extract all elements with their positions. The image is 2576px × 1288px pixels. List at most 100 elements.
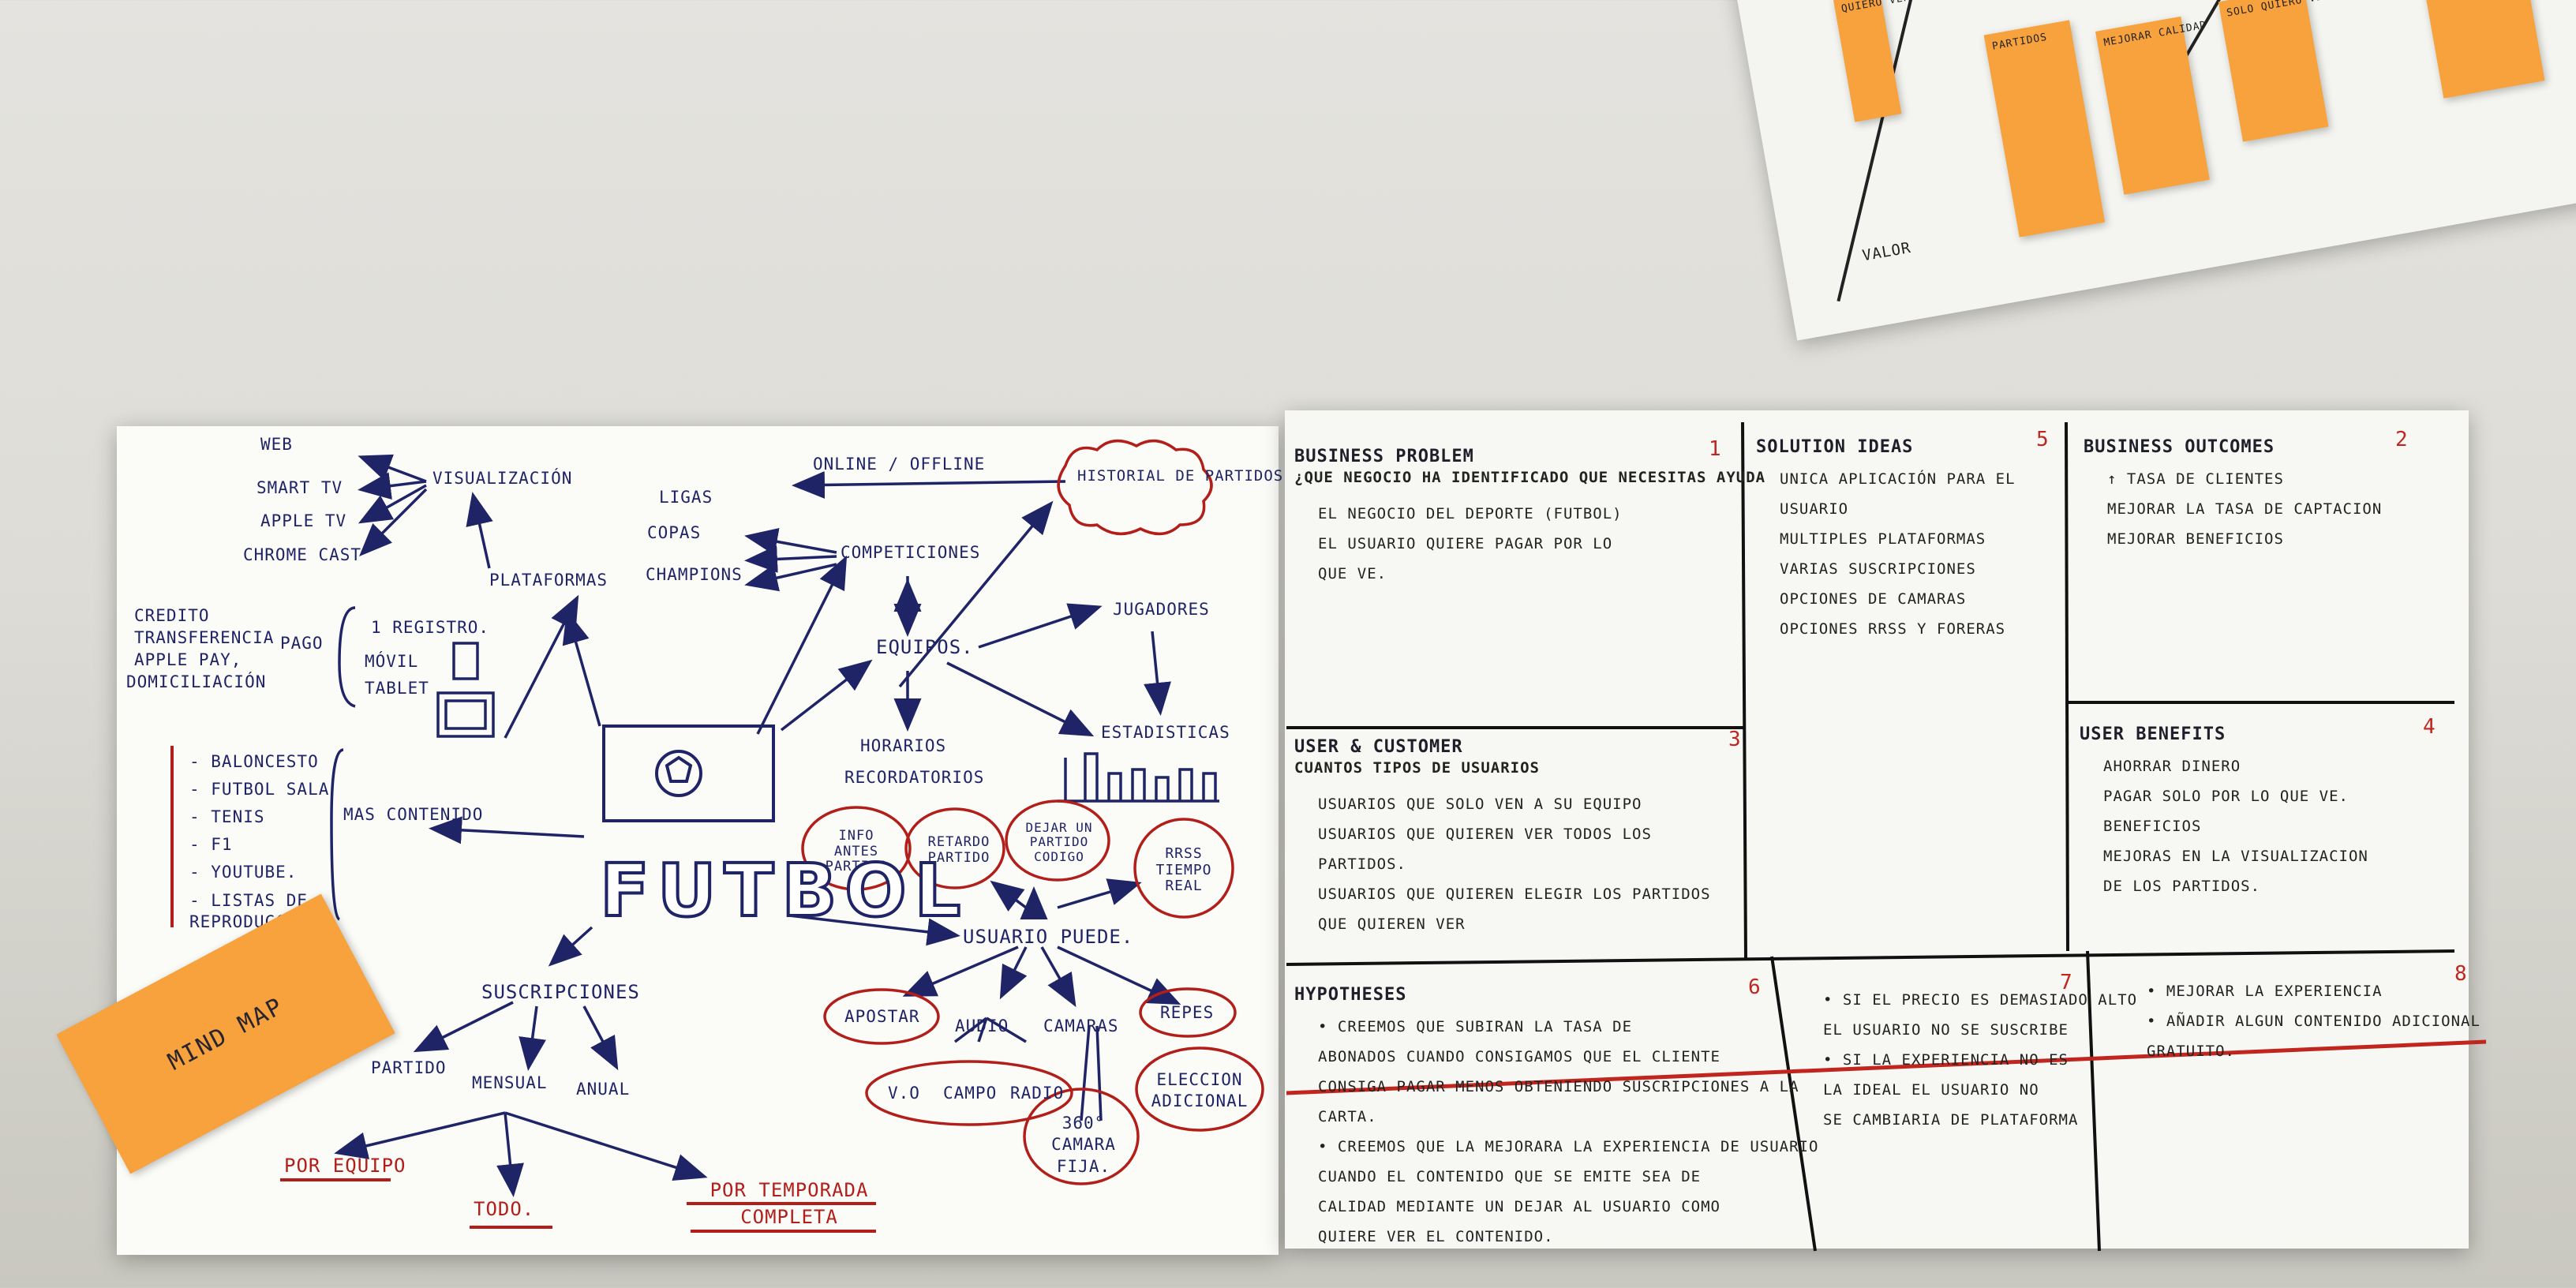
canvas-cell-line: EL USUARIO NO SE SUSCRIBE (1823, 1021, 2069, 1039)
node-eleccion: ELECCION ADICIONAL (1151, 1070, 1249, 1111)
canvas-cell-line: ↑ TASA DE CLIENTES (2107, 470, 2284, 488)
canvas-cell-line: CALIDAD MEDIANTE UN DEJAR AL USUARIO COM… (1318, 1198, 1720, 1215)
node-estadisticas: ESTADISTICAS (1101, 723, 1230, 742)
node-tenis: - TENIS (189, 807, 265, 826)
node-partido: PARTIDO (371, 1058, 447, 1077)
title-futbol: FUTBOL (598, 847, 969, 934)
node-usuario-puede: USUARIO PUEDE. (963, 926, 1134, 948)
node-jugadores: JUGADORES (1113, 600, 1210, 619)
canvas-cell-line: EL NEGOCIO DEL DEPORTE (FUTBOL) (1318, 505, 1623, 522)
node-audio: AUDIO (955, 1017, 1009, 1035)
canvas-cell-line: LA IDEAL EL USUARIO NO (1823, 1081, 2039, 1099)
node-ligas: LIGAS (659, 488, 713, 507)
canvas-cell-line: USUARIOS QUE QUIEREN VER TODOS LOS (1318, 826, 1652, 843)
canvas-cell-line: QUE VE. (1318, 565, 1387, 582)
canvas-cell-line: USUARIO (1780, 500, 1849, 518)
canvas-cell-line: USUARIOS QUE QUIEREN ELEGIR LOS PARTIDOS (1318, 886, 1711, 903)
canvas-cell-line: • SI EL PRECIO ES DEMASIADO ALTO (1823, 991, 2138, 1009)
canvas-cell-line: GRATUITO. (2147, 1043, 2235, 1060)
canvas-cell-line: AHORRAR DINERO (2103, 758, 2241, 775)
node-domiciliacion: DOMICILIACIÓN (126, 672, 267, 691)
canvas-cell-number: 6 (1748, 975, 1762, 999)
node-historial: HISTORIAL DE PARTIDOS (1077, 467, 1284, 485)
canvas-cell-line: • CREEMOS QUE SUBIRAN LA TASA DE (1318, 1018, 1633, 1035)
node-smart-tv: SMART TV (256, 478, 343, 497)
node-baloncesto: - BALONCESTO (189, 752, 319, 771)
stats-histogram (1058, 752, 1219, 803)
node-champions: CHAMPIONS (646, 565, 743, 584)
canvas-cell-subtitle: CUANTOS TIPOS DE USUARIOS (1294, 759, 1540, 777)
node-apostar: APOSTAR (844, 1007, 920, 1026)
node-tablet: TABLET (365, 679, 429, 698)
canvas-cell-subtitle: ¿QUE NEGOCIO HA IDENTIFICADO QUE NECESIT… (1294, 469, 1766, 486)
node-web: WEB (260, 435, 293, 454)
canvas-cell-title: USER BENEFITS (2080, 724, 2226, 744)
node-visualizacion: VISUALIZACIÓN (432, 469, 573, 488)
canvas-cell-title: USER & CUSTOMER (1294, 737, 1463, 757)
node-youtube: - YOUTUBE. (189, 863, 298, 882)
canvas-cell-line: MEJORAS EN LA VISUALIZACION (2103, 848, 2368, 865)
node-camara-360: 360° CAMARA FIJA. (1051, 1114, 1116, 1176)
node-copas: COPAS (647, 523, 702, 542)
node-rrss: RRSS TIEMPO REAL (1155, 845, 1212, 895)
canvas-cell-number: 4 (2423, 715, 2436, 739)
node-futbol-sala: - FUTBOL SALA (189, 780, 330, 799)
canvas-cell-number: 1 (1709, 437, 1722, 461)
canvas-cell-number: 2 (2395, 428, 2409, 451)
node-recordatorios: RECORDATORIOS (844, 768, 985, 787)
canvas-cell-line: • AÑADIR ALGUN CONTENIDO ADICIONAL (2147, 1013, 2481, 1030)
canvas-cell-line: UNICA APLICACIÓN PARA EL (1780, 470, 2016, 488)
canvas-cell-line: • CREEMOS QUE LA MEJORARA LA EXPERIENCIA… (1318, 1138, 1819, 1155)
canvas-cell-line: • MEJORAR LA EXPERIENCIA (2147, 983, 2383, 1000)
canvas-cell-line: BENEFICIOS (2103, 818, 2202, 835)
node-transferencia: TRANSFERENCIA (134, 628, 275, 647)
canvas-cell-line: USUARIOS QUE SOLO VEN A SU EQUIPO (1318, 796, 1642, 813)
canvas-cell-title: BUSINESS OUTCOMES (2084, 437, 2275, 457)
canvas-cell-title: SOLUTION IDEAS (1756, 437, 1914, 457)
node-apple-tv: APPLE TV (260, 511, 347, 530)
canvas-cell-number: 7 (2060, 971, 2073, 994)
node-dejar-codigo: DEJAR UN PARTIDO CODIGO (1025, 820, 1093, 864)
node-chromecast: CHROME CAST (243, 545, 362, 564)
node-pago: PAGO (280, 634, 324, 653)
node-mas-contenido: MAS CONTENIDO (343, 805, 484, 824)
node-por-equipo: POR EQUIPO (284, 1155, 406, 1177)
canvas-cell-number: 8 (2454, 962, 2468, 986)
node-credito: CREDITO (134, 606, 210, 625)
canvas-cell-line: ABONADOS CUANDO CONSIGAMOS QUE EL CLIENT… (1318, 1048, 1720, 1065)
canvas-cell-line: QUIERE VER EL CONTENIDO. (1318, 1228, 1554, 1245)
node-camaras: CAMARAS (1043, 1017, 1119, 1035)
canvas-cell-line: CUANDO EL CONTENIDO QUE SE EMITE SEA DE (1318, 1168, 1702, 1185)
canvas-cell-line: QUE QUIEREN VER (1318, 915, 1466, 933)
node-apple-pay: APPLE PAY, (134, 650, 242, 669)
canvas-cell-line: CARTA. (1318, 1108, 1377, 1125)
canvas-cell-line: MULTIPLES PLATAFORMAS (1780, 530, 1986, 548)
canvas-cell-line: MEJORAR LA TASA DE CAPTACION (2107, 500, 2383, 518)
node-equipos: EQUIPOS. (876, 636, 974, 658)
node-retardo: RETARDO PARTIDO (927, 834, 990, 866)
canvas-cell-line: OPCIONES RRSS Y FORERAS (1780, 620, 2006, 638)
canvas-cell-line: PARTIDOS. (1318, 856, 1406, 873)
central-screen (602, 724, 775, 822)
node-horarios: HORARIOS (860, 736, 947, 755)
canvas-cell-line: EL USUARIO QUIERE PAGAR POR LO (1318, 535, 1613, 552)
node-online-offline: ONLINE / OFFLINE (813, 455, 986, 474)
canvas-cell-line: OPCIONES DE CAMARAS (1780, 590, 1967, 608)
canvas-cell-number: 5 (2036, 428, 2050, 451)
canvas-sheet (1285, 410, 2469, 1249)
canvas-cell-line: MEJORAR BENEFICIOS (2107, 530, 2284, 548)
mind-map-sheet (117, 426, 1279, 1255)
canvas-cell-line: CONSIGA PAGAR MENOS OBTENIENDO SUSCRIPCI… (1318, 1078, 1799, 1095)
node-por-temporada: POR TEMPORADA COMPLETA (710, 1179, 869, 1228)
node-plataformas: PLATAFORMAS (489, 571, 608, 590)
canvas-cell-line: DE LOS PARTIDOS. (2103, 878, 2261, 895)
node-todo: TODO. (474, 1198, 535, 1220)
canvas-cell-line: SE CAMBIARIA DE PLATAFORMA (1823, 1111, 2079, 1129)
node-repes: REPES (1160, 1003, 1215, 1022)
node-vo: V.O (888, 1084, 920, 1103)
node-campo: CAMPO (943, 1084, 998, 1103)
canvas-cell-line: VARIAS SUSCRIPCIONES (1780, 560, 1976, 578)
